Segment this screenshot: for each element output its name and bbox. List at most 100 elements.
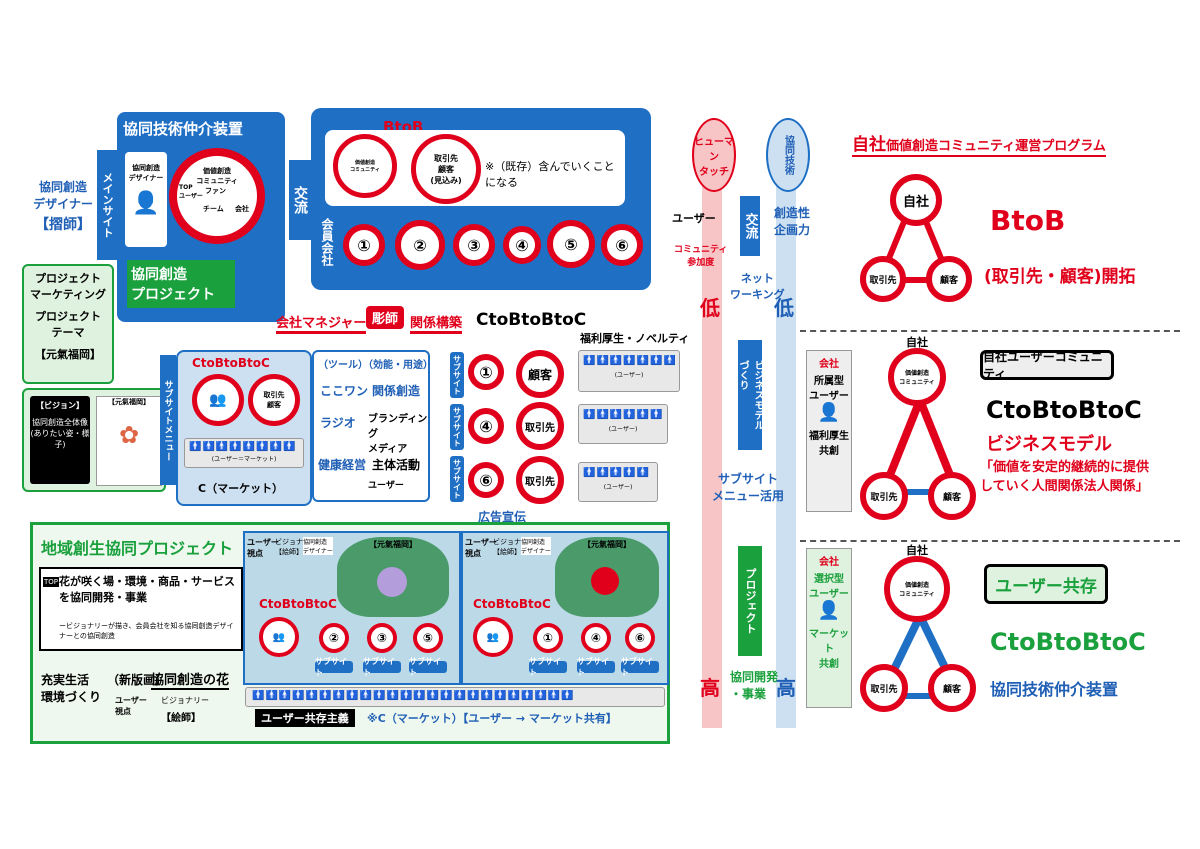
panel-left-circle: 👥 [259,617,299,657]
panel-right-num-1: ① [533,623,563,653]
device-label-company: 会社 [235,204,249,214]
ctob-header: CtoBtoBtoC [476,310,586,330]
manager-label: 会社マネジャー [276,312,366,334]
far-right-title: 自社価値創造コミュニティ運営プログラム [852,130,1106,157]
right-high-right: 高 [776,672,796,701]
main-site-label: メインサイト [97,150,117,260]
tech-label: 協同技術 [781,135,796,175]
people-caption: (ユーザー) [579,370,679,379]
panel-right-num-6: ⑥ [625,623,655,653]
bottom-bar: ユーザー共存主義 [255,709,355,727]
inner-community-circle: 👥 [192,374,244,426]
value-text: 「価値を安定的継続的に提供 していく人間関係法人関係」 [980,456,1149,494]
tool-1-name: ここワン [320,382,368,399]
bottom-note: ※C（マーケット）【ユーザー → マーケット共有】 [367,710,617,726]
subsite-tag: サブサイト [363,661,401,673]
flower-label: 協同創造の花 [151,669,229,690]
btob-large: BtoB [990,204,1065,237]
region-panel-right: ユーザー 視点 ビジョナリー 【絵師】 協同創造 デザイナー 【元氣福岡】 Ct… [461,531,669,685]
btob-sub: (取引先・顧客)開拓 [984,262,1136,287]
regional-title: 地域創生協同プロジェクト [41,535,233,559]
human-touch-label: ヒューマン タッチ [694,133,734,178]
right-bizmodel: ビジネスモデル づくり [738,340,762,450]
subsite-menu-tab: サブサイトメニュー [160,355,176,485]
market-label: C（マーケット） [198,480,283,496]
btob-small-circle: 価値創造 コミュニティ [333,134,397,198]
right-user: ユーザー [672,210,716,226]
subsite-tag: サブサイト [315,661,353,673]
panel-left-num-5: ⑤ [413,623,443,653]
right-subsite-use: サブサイト メニュー活用 [712,470,784,504]
top-tag: TOP [43,577,59,587]
bottom-people-row: 🚹🚹🚹🚹🚹🚹🚹🚹🚹🚹🚹🚹🚹🚹🚹🚹🚹🚹🚹🚹🚹🚹🚹🚹 [245,687,665,707]
panel-right-circle: 👥 [473,617,513,657]
flower-desc-box: TOP 花が咲く場・環境・商品・サービスを協同開発・事業 ービジョナリーが描き、… [39,567,243,651]
bizmodel-large: ビジネスモデル [986,430,1112,456]
panel-fukuoka-shape: 【元氣福岡】 [337,537,449,617]
mid-people-1: 🚹🚹🚹🚹🚹🚹🚹 (ユーザー) [578,350,680,392]
welfare-label: 福利厚生・ノベルティ [580,330,689,346]
btob-inner-card: 価値創造 コミュニティ 取引先 顧客 (見込み) ※（既存）含んでいくことになる [325,130,625,206]
mid-people-3: 🚹🚹🚹🚹🚹 (ユーザー) [578,462,658,502]
tri3-community: 価値創造 コミュニティ [884,556,950,622]
subsite-tag-3: サブサイト [450,456,464,502]
tools-header: （ツール）（効能・用途） [318,356,433,371]
panel-right-num-4: ④ [581,623,611,653]
panel-fukuoka-shape: 【元氣福岡】 [555,537,659,617]
coexist-badge: ユーザー共存 [984,564,1108,604]
right-exchange: 交流 [740,196,760,256]
tri2-partner: 取引先 [860,472,908,520]
mid-node-1: 顧客 [516,350,564,398]
right-company-2: 会社 選択型 ユーザー 👤 マーケット 共創 [806,548,852,708]
pm-fukuoka: 【元氣福岡】 [24,346,112,362]
device-label: 協同技術仲介装置 [990,676,1118,700]
painter-label: 【絵師】 [161,709,201,724]
device-box: 協同技術仲介装置 協同創造 デザイナー 👤 価値創造 コミュニティ TOP ユー… [117,112,285,322]
subsite-tag: サブサイト [409,661,447,673]
right-creative: 創造性 企画力 [774,204,810,238]
designer-title: 協同創造 デザイナー [28,178,98,212]
tri3-partner: 取引先 [860,664,908,712]
vision-card: 【ビジョン】 協同創造全体像 (ありたい姿・様子) [30,396,90,484]
tri3-customer: 顧客 [928,664,976,712]
self-community-badge: 自社ユーザーコミュニティ [980,350,1114,380]
visionary-label: ユーザー 視点 [115,695,147,717]
inner-ctob-title: CtoBtoBtoC [192,356,270,370]
tri2-community: 価値創造 コミュニティ [888,348,946,406]
visionary-sub: ビジョナリー [161,695,209,706]
designer-role: 【摺師】 [28,214,98,234]
device-title: 協同技術仲介装置 [123,118,243,139]
vision-box: 【ビジョン】 協同創造全体像 (ありたい姿・様子) 【元氣福岡】 ✿ [22,388,166,492]
exchange-tab: 交流 [289,160,311,240]
btob-customer-circle: 取引先 顧客 (見込み) [411,134,481,204]
ctob-inner-box: CtoBtoBtoC 👥 取引先 顧客 🚹🚹🚹🚹🚹🚹🚹🚹 (ユーザー＝マーケット… [176,350,312,506]
tools-box: （ツール）（効能・用途） ここワン 関係創造 ラジオ ブランディング メディア … [312,350,430,502]
device-label-fan: ファン [205,186,226,196]
mid-node-2: 取引先 [516,402,564,450]
people-icons: 🚹🚹🚹🚹🚹🚹🚹🚹 [189,441,299,452]
subsite-tag-1: サブサイト [450,352,464,398]
tri1-self: 自社 [890,174,942,226]
tool-2-use: ブランディング メディア [368,410,428,455]
subsite-tag-2: サブサイト [450,404,464,450]
panel-ctob: CtoBtoBtoC [259,597,337,611]
btob-note: ※（既存）含んでいくことになる [485,158,625,190]
project-label: 協同創造 プロジェクト [127,260,235,308]
panel-left-num-2: ② [319,623,349,653]
person-icon: 👤 [125,191,167,216]
regional-box: 地域創生協同プロジェクト TOP 花が咲く場・環境・商品・サービスを協同開発・事… [30,522,670,744]
right-community: コミュニティ 参加度 [674,242,727,268]
ctob-green: CtoBtoBtoC [990,628,1146,656]
flower-icon: ✿ [97,421,161,449]
device-label-top-user: TOP ユーザー [179,184,203,200]
inner-people-box: 🚹🚹🚹🚹🚹🚹🚹🚹 (ユーザー＝マーケット) [184,438,304,468]
tool-user: ユーザー [368,478,404,491]
tool-2-name: ラジオ [320,414,356,431]
device-designer-card: 協同創造 デザイナー 👤 [125,152,167,247]
right-company-1: 会社 所属型 ユーザー 👤 福利厚生 共創 [806,350,852,512]
people-caption: (ユーザー) [579,482,657,491]
tool-3-name: 健康経営 [318,456,366,473]
vision-image: 【元氣福岡】 ✿ [96,396,162,486]
right-low-right: 低 [774,292,794,321]
tri1-partner: 取引先 [860,256,906,302]
